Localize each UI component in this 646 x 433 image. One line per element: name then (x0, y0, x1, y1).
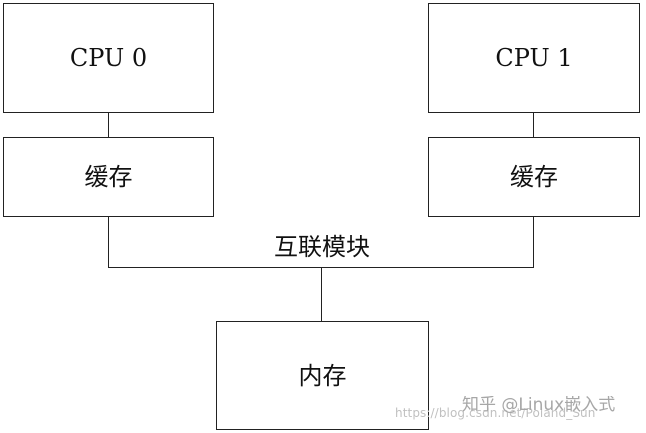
cache0-box: 缓存 (3, 137, 214, 217)
cpu0-to-cache0-connector (108, 113, 110, 137)
bus-to-memory-connector (321, 267, 323, 321)
cpu1-box: CPU 1 (428, 3, 640, 113)
cache1-box: 缓存 (428, 137, 640, 217)
watermark-url: https://blog.csdn.net/Poland_Sun (395, 406, 596, 420)
cache0-to-bus-connector (108, 217, 110, 268)
cache1-to-bus-connector (533, 217, 535, 268)
cpu1-label: CPU 1 (495, 44, 573, 72)
cpu1-to-cache1-connector (533, 113, 535, 137)
cache1-label: 缓存 (510, 163, 558, 191)
cache0-label: 缓存 (84, 163, 133, 191)
watermark-brand: 知乎 @Linux嵌入式 (462, 396, 616, 415)
memory-box: 内存 (216, 321, 429, 430)
cpu0-box: CPU 0 (3, 3, 214, 113)
cpu0-label: CPU 0 (69, 44, 148, 72)
memory-label: 内存 (298, 361, 347, 390)
watermark: https://blog.csdn.net/Poland_Sun 知乎 @Lin… (395, 396, 638, 426)
interconnect-label: 互联模块 (274, 233, 370, 261)
